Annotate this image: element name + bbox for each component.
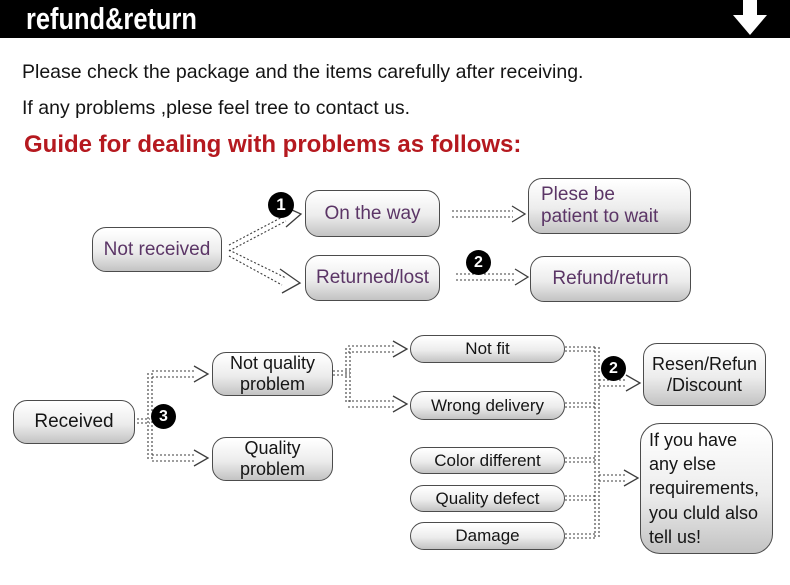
flow-node-resend-refund-discount: Resen/Refun /Discount bbox=[643, 343, 766, 406]
flow-node-damage: Damage bbox=[410, 522, 565, 550]
step-badge-2: 2 bbox=[466, 250, 491, 275]
flow-node-refund-return: Refund/return bbox=[530, 256, 691, 302]
flow-node-not-quality-problem: Not quality problem bbox=[212, 352, 333, 396]
flow-node-returned-lost: Returned/lost bbox=[305, 255, 440, 301]
step-badge-1: 1 bbox=[268, 192, 294, 218]
flow-node-other-requirements: If you have any else requirements, you c… bbox=[640, 423, 773, 554]
flow-node-wrong-delivery: Wrong delivery bbox=[410, 391, 565, 420]
down-arrow-icon bbox=[733, 15, 767, 35]
page-title: refund&return bbox=[26, 1, 197, 36]
flow-node-not-received: Not received bbox=[92, 227, 222, 272]
flow-node-quality-defect: Quality defect bbox=[410, 485, 565, 512]
step-badge-2-second: 2 bbox=[601, 356, 626, 381]
flow-node-received: Received bbox=[13, 400, 135, 444]
step-badge-3: 3 bbox=[151, 404, 176, 429]
intro-line-2: If any problems ,plese feel tree to cont… bbox=[22, 97, 411, 119]
flow-node-on-the-way: On the way bbox=[305, 190, 440, 237]
down-arrow-icon bbox=[743, 0, 757, 16]
flow-node-not-fit: Not fit bbox=[410, 335, 565, 363]
guide-heading: Guide for dealing with problems as follo… bbox=[24, 131, 522, 158]
header-banner: refund&return bbox=[0, 0, 790, 38]
intro-line-1: Please check the package and the items c… bbox=[22, 61, 584, 83]
flow-node-quality-problem: Quality problem bbox=[212, 437, 333, 481]
flow-node-color-different: Color different bbox=[410, 447, 565, 474]
flow-node-patient-to-wait: Plese be patient to wait bbox=[528, 178, 691, 234]
